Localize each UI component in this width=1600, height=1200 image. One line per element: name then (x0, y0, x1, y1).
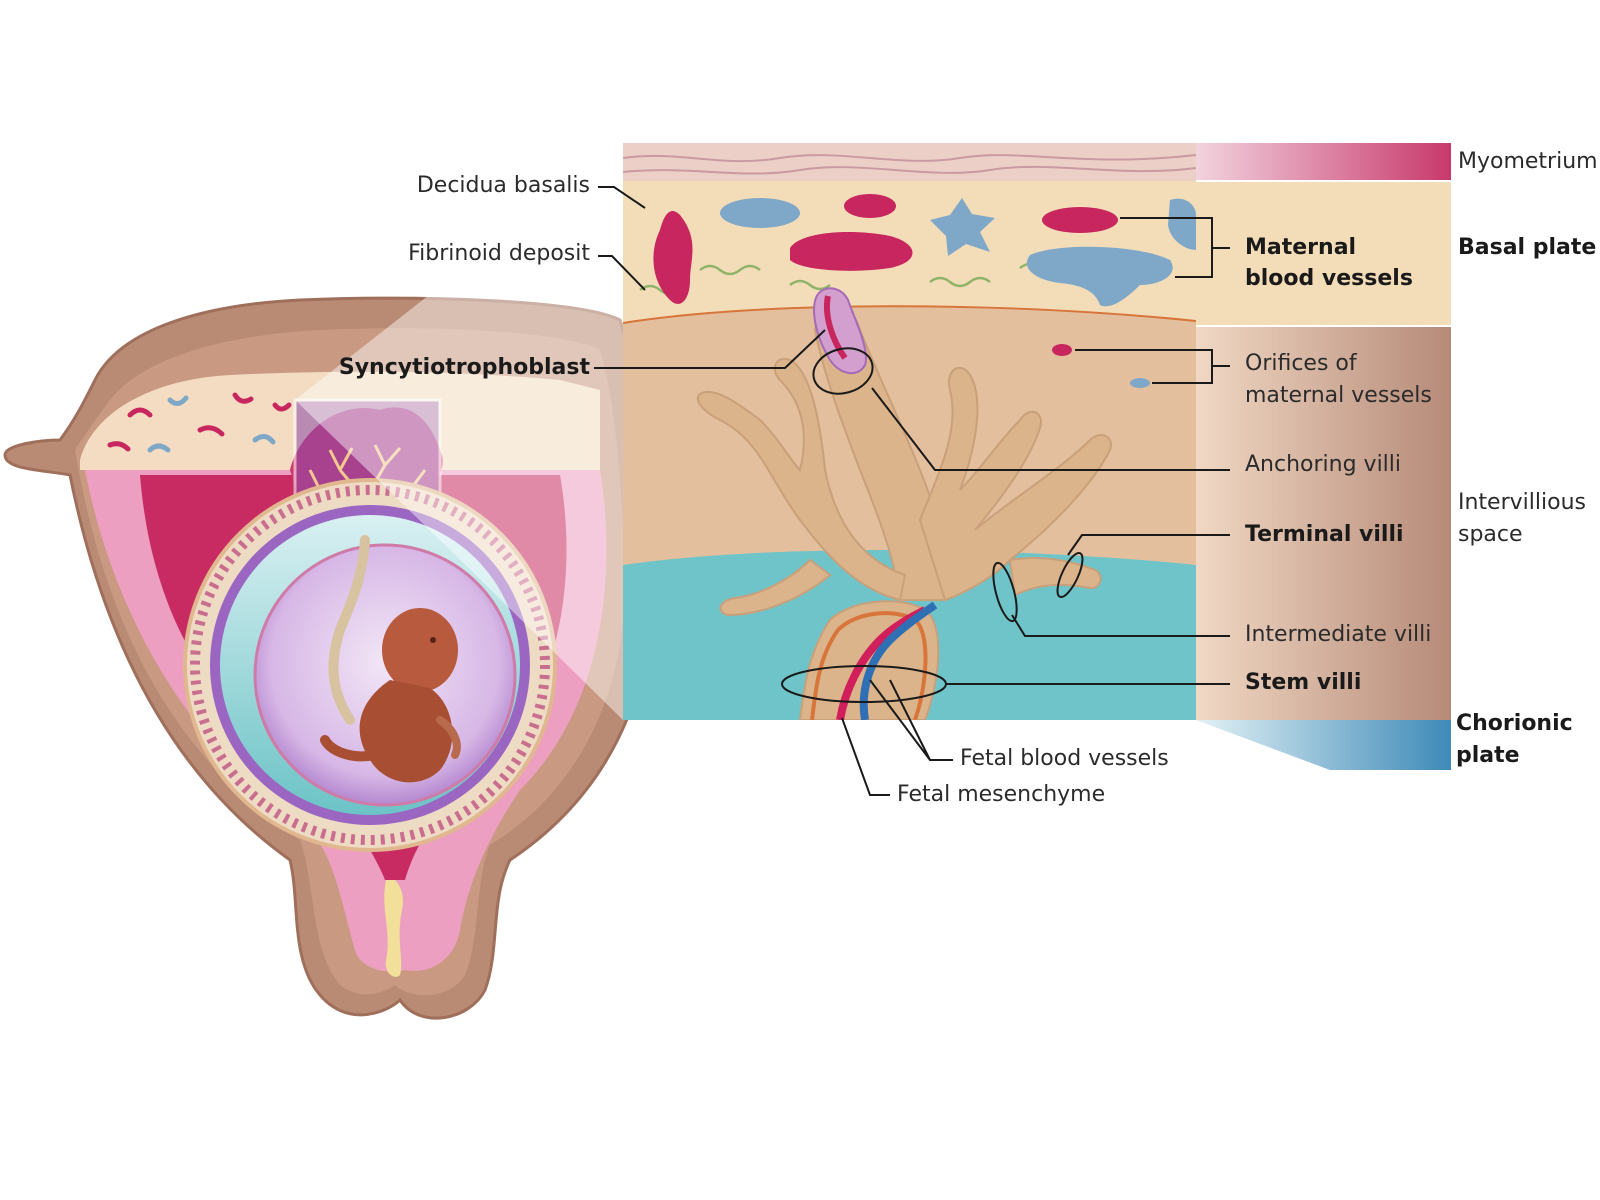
ring-syncytio (812, 347, 874, 395)
intervillous-band (1196, 326, 1451, 720)
label-stem-villi: Stem villi (1245, 670, 1362, 695)
villous-tree (696, 298, 1112, 720)
label-orifices-1: Orifices of (1245, 351, 1357, 376)
leader-decidua-basalis (598, 186, 646, 209)
maternal-vein-3 (1168, 198, 1196, 250)
villus-branch-far-right (1008, 557, 1102, 597)
zoom-projection (295, 143, 623, 720)
label-maternal-blood-vessels-2: blood vessels (1245, 266, 1413, 291)
cervix (384, 880, 403, 977)
orifice-red (1052, 344, 1072, 356)
maternal-vein-2 (1026, 246, 1173, 307)
uterus-illustration (3, 143, 653, 1020)
villus-tip-left-low (719, 558, 832, 617)
label-orifices-2: maternal vessels (1245, 383, 1432, 408)
label-fibrinoid-deposit: Fibrinoid deposit (408, 241, 590, 266)
label-fetal-mesenchyme: Fetal mesenchyme (897, 782, 1106, 807)
decidua-vessels (107, 392, 292, 453)
layer-chorionic-2: plate (1456, 743, 1520, 768)
basal-plate-fill (623, 296, 1196, 322)
maternal-artery-4 (1042, 207, 1118, 233)
placenta-cross-section (623, 143, 1196, 720)
basal-plate-band (1196, 181, 1451, 326)
label-anchoring-villi: Anchoring villi (1245, 452, 1402, 477)
chorion-villi-ring (190, 485, 550, 845)
label-fetal-blood-vessels: Fetal blood vessels (960, 746, 1169, 771)
layer-chorionic-1: Chorionic (1456, 711, 1573, 736)
bracket-maternal (1120, 217, 1230, 278)
leader-syncytio (594, 329, 826, 369)
umbilical-cord (328, 535, 370, 725)
layer-basal-plate: Basal plate (1458, 235, 1597, 260)
maternal-artery-2 (844, 194, 896, 218)
myometrium-band (1196, 143, 1451, 181)
maternal-vein-star (930, 198, 995, 256)
myometrium-strip (623, 143, 1196, 181)
leader-fetal-vessels (869, 679, 953, 761)
label-decidua-basalis: Decidua basalis (416, 173, 590, 198)
bracket-orifices (1075, 349, 1230, 384)
leader-fetal-mesenchyme (841, 717, 890, 796)
villus-branch-left (696, 358, 907, 602)
stem-villus-border (810, 611, 928, 720)
maternal-artery-3 (790, 232, 913, 271)
ring-intermediate (992, 561, 1018, 623)
leader-terminal (1067, 534, 1230, 556)
leader-intermediate (1011, 614, 1230, 637)
chorionic-plate-band (1196, 720, 1451, 770)
layer-intervillous-2: space (1458, 522, 1523, 547)
fetus-illustration (320, 608, 461, 783)
villus-branch-right (918, 366, 1112, 602)
layer-intervillous-1: Intervillious (1458, 490, 1586, 515)
myometrium-fibers (623, 154, 1196, 175)
label-syncytiotrophoblast: Syncytiotrophoblast (338, 355, 590, 380)
leader-lines (594, 186, 1230, 796)
syncytiotrophoblast-vessel (824, 295, 848, 360)
maternal-vein-1 (720, 198, 800, 228)
leader-anchoring (871, 387, 1230, 471)
leader-fibrinoid (598, 255, 646, 291)
orifice-blue (1130, 378, 1150, 388)
maternal-artery-1 (653, 210, 693, 304)
label-maternal-blood-vessels-1: Maternal (1245, 235, 1357, 260)
ring-terminal (1056, 551, 1084, 599)
layer-myometrium: Myometrium (1458, 149, 1598, 174)
basal-plate-edge (623, 303, 1196, 324)
fetal-vein (859, 601, 938, 720)
label-intermediate-villi: Intermediate villi (1245, 622, 1432, 647)
label-terminal-villi: Terminal villi (1245, 522, 1404, 547)
